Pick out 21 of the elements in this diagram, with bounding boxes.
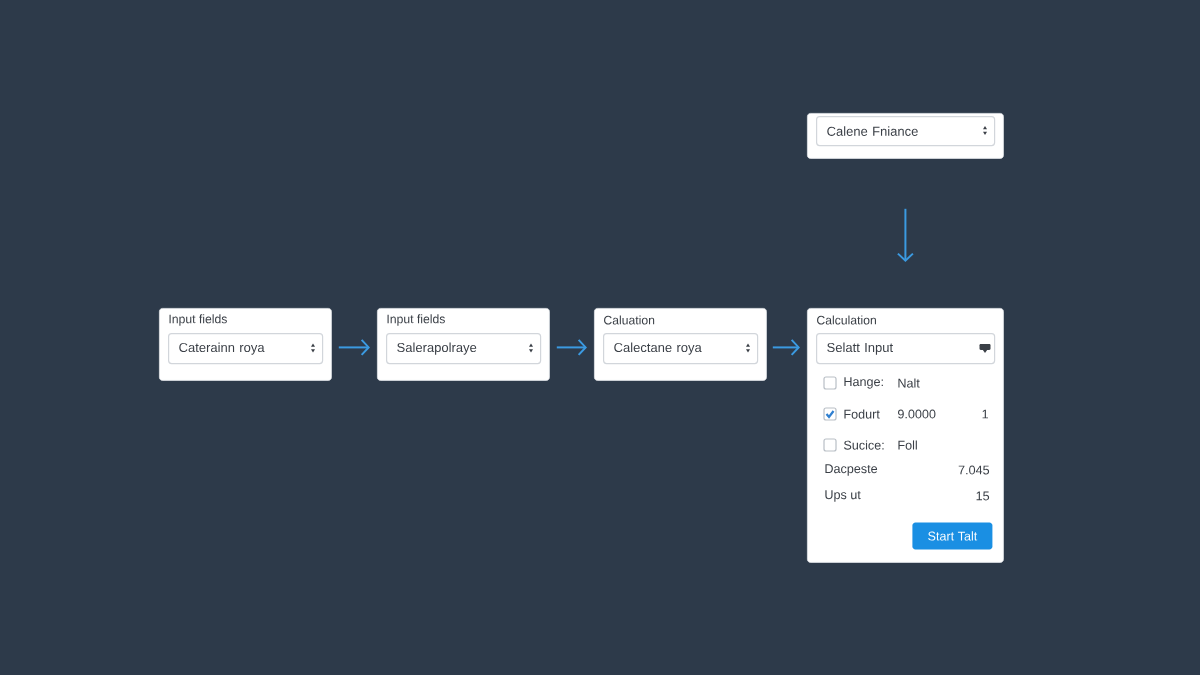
select-field: Selatt Input [816, 333, 996, 365]
field-value: Foll [898, 440, 917, 450]
field-label: Ups ut [825, 490, 861, 502]
field-value: 7.045 [958, 465, 990, 475]
field-value: 9.0000 [898, 409, 936, 419]
field-label: Hange: [844, 377, 883, 389]
arrow [555, 338, 587, 356]
select-field: Salerapolraye [386, 333, 542, 365]
select-field: Caterainn roya [168, 333, 324, 365]
button: Start Talt [912, 522, 993, 550]
field-value: 1 [982, 409, 988, 419]
select-field: Calene Fniance [816, 116, 996, 147]
field-label: Sucice: [843, 440, 884, 450]
arrow [337, 338, 370, 356]
select-field: Calectane roya [603, 333, 759, 365]
field-label: Fodurt [844, 409, 880, 419]
arrow [771, 338, 800, 356]
field-label: Dacpeste [825, 464, 878, 476]
field-value: Nalt [898, 378, 920, 388]
field-value: 15 [976, 491, 990, 501]
arrow [896, 207, 914, 262]
